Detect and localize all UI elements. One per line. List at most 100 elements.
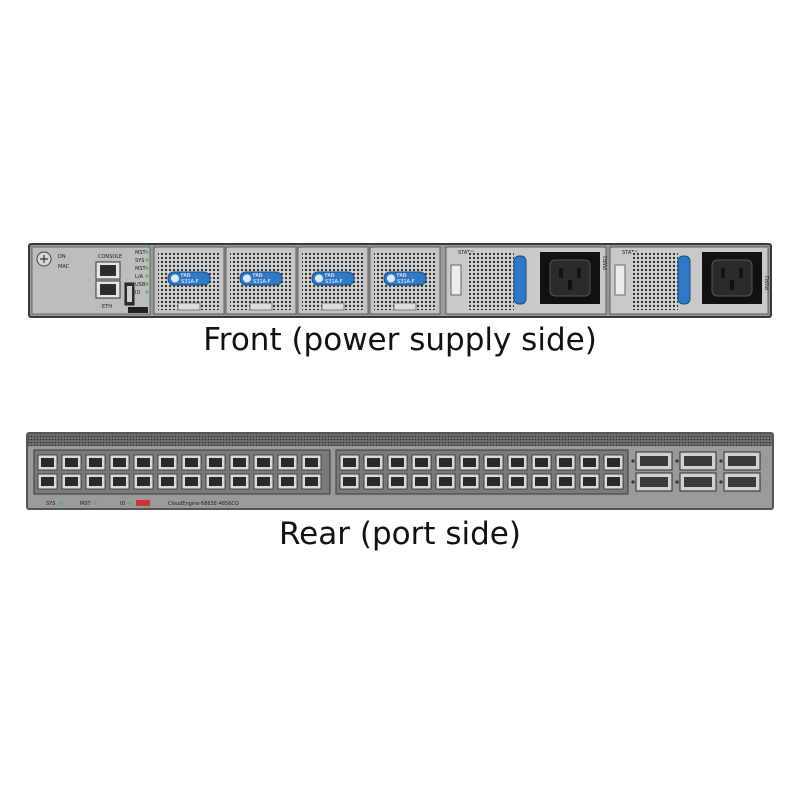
qsfp-led [631,480,635,484]
sfp-port-opening [65,477,78,486]
sfp-port-opening [511,458,524,467]
psu-slot-label: PWR1 [603,255,609,270]
sys-label: SYS [46,501,55,507]
sfp-port-opening [185,458,198,467]
usb-port[interactable] [124,282,135,306]
psu-handle[interactable] [450,264,462,296]
qsfp-port-opening [728,456,756,466]
sfp-port-opening [367,458,380,467]
sfp-port-opening [41,458,54,467]
sfp-port-opening [89,458,102,467]
management-panel: DN MAC CONSOLE ETH MST SYS [31,246,151,315]
sfp-port-opening [487,477,500,486]
svg-text:L/A: L/A [135,274,143,280]
brand-logo [136,500,150,506]
fan-label [383,271,427,286]
fan-handle[interactable] [249,302,273,311]
model-label: CloudEngine 6863E-48S6CQ [168,501,239,507]
qsfp-led [675,480,679,484]
dn-label: DN [58,254,66,260]
svg-text:MST: MST [135,250,146,256]
fan-label [239,271,283,286]
sfp-group-2 [335,449,629,495]
fan-module-4[interactable]: FAN S31A-F [369,246,441,315]
psu-slot-label: PWR2 [765,275,771,290]
svg-text:FAN: FAN [325,273,335,279]
svg-text:MST: MST [135,266,146,272]
sfp-port-opening [583,458,596,467]
sfp-port-opening [305,458,318,467]
top-vent [28,434,772,446]
sfp-port-opening [535,477,548,486]
sfp-port-opening [391,458,404,467]
sfp-port-opening [343,458,356,467]
sfp-port-opening [343,477,356,486]
qsfp-led [675,459,679,463]
sfp-port-opening [535,458,548,467]
esn-tag [128,307,148,313]
fan-handle[interactable] [393,302,417,311]
sfp-port-opening [463,458,476,467]
svg-text:FAN: FAN [253,273,263,279]
sfp-port-opening [281,458,294,467]
svg-text:SYS: SYS [135,258,144,264]
sfp-port-opening [41,477,54,486]
sfp-port-opening [209,458,222,467]
console-port[interactable] [95,261,121,280]
qsfp-led [719,480,723,484]
fan-label [311,271,355,286]
sfp-port-opening [257,458,270,467]
sfp-port-opening [583,477,596,486]
sfp-port-opening [161,458,174,467]
qsfp-ports [631,451,761,492]
qsfp-led [719,459,723,463]
qsfp-port-opening [640,477,668,487]
sfp-port-opening [209,477,222,486]
svg-text:S31A-F: S31A-F [325,279,343,285]
rear-chassis: SYS MST ID CloudEngine 6863E-48S6CQ [26,432,774,510]
svg-text:ID: ID [135,290,140,296]
qsfp-port-opening [728,477,756,487]
svg-text:STAT: STAT [458,250,471,256]
sfp-port-opening [113,477,126,486]
power-supply-2[interactable]: STAT [609,246,769,315]
qsfp-led [631,459,635,463]
eth-port[interactable] [95,280,121,299]
sfp-port-opening [281,477,294,486]
fan-label [167,271,211,286]
sfp-port-opening [607,477,620,486]
sfp-port-opening [113,458,126,467]
sfp-port-opening [137,477,150,486]
sfp-port-opening [233,458,246,467]
fan-module-3[interactable]: FAN S31A-F [297,246,369,315]
sfp-port-opening [137,458,150,467]
fan-handle[interactable] [321,302,345,311]
sfp-port-opening [415,458,428,467]
sfp-port-opening [89,477,102,486]
fan-handle[interactable] [177,302,201,311]
psu-label [513,255,527,305]
sfp-port-opening [233,477,246,486]
psu-label [677,255,691,305]
eth-label: ETH [102,304,112,310]
sfp-port-opening [463,477,476,486]
sfp-port-opening [65,458,78,467]
id-label: ID [120,501,125,507]
sfp-port-opening [439,458,452,467]
svg-text:FAN: FAN [397,273,407,279]
svg-text:FAN: FAN [181,273,191,279]
mst-label: MST [80,501,91,507]
qsfp-port-opening [640,456,668,466]
sfp-port-opening [559,477,572,486]
sfp-port-opening [305,477,318,486]
sfp-port-opening [415,477,428,486]
sfp-port-opening [367,477,380,486]
power-supply-1[interactable]: STAT [445,246,607,315]
mac-label: MAC [58,264,70,270]
svg-text:USB: USB [135,282,146,288]
fan-module-2[interactable]: FAN S31A-F [225,246,297,315]
psu-handle[interactable] [614,264,626,296]
fan-module-1[interactable]: FAN S31A-F [153,246,225,315]
sfp-port-opening [487,458,500,467]
